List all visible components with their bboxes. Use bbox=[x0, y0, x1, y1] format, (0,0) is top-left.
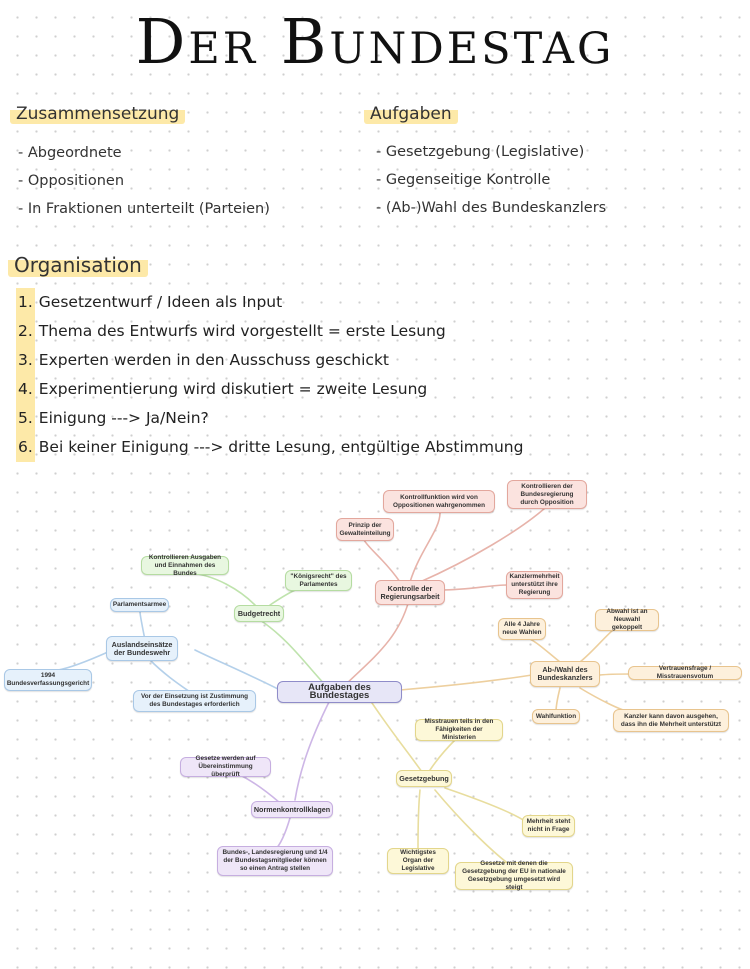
node-wahlfunktion: Wahlfunktion bbox=[532, 709, 580, 724]
node-wichtigstes-organ: Wichtigstes Organ der Legislative bbox=[387, 848, 449, 874]
node-normenkontrollklagen: Normenkontrollklagen bbox=[251, 801, 333, 818]
zusammensetzung-item: - Oppositionen bbox=[18, 173, 125, 189]
aufgaben-item: - Gesetzgebung (Legislative) bbox=[376, 144, 585, 160]
node-kanzler-mehrheit: Kanzler kann davon ausgehen, dass ihn di… bbox=[613, 709, 729, 732]
node-abwahl-neuwahl: Abwahl ist an Neuwahl gekoppelt bbox=[595, 608, 659, 631]
node-misstrauen: Misstrauen teils in den Fähigkeiten der … bbox=[415, 718, 503, 741]
step-number: 1. bbox=[16, 288, 35, 317]
connector-line bbox=[369, 699, 423, 773]
node-mehrheit-frage: Mehrheit steht nicht in Frage bbox=[522, 815, 575, 837]
step-number: 5. bbox=[16, 404, 35, 433]
connector-line bbox=[194, 649, 281, 691]
step-number: 6. bbox=[16, 433, 35, 462]
connector-line bbox=[363, 539, 401, 583]
step-item: 4.Experimentierung wird diskutiert = zwe… bbox=[16, 375, 523, 404]
node-kanzlermehrheit: Kanzlermehrheit unterstützt ihre Regieru… bbox=[506, 571, 563, 599]
connector-line bbox=[417, 789, 421, 849]
zusammensetzung-item: - In Fraktionen unterteilt (Parteien) bbox=[18, 201, 270, 217]
node-zustimmung: Vor der Einsetzung ist Zustimmung des Bu… bbox=[133, 690, 256, 712]
node-alle-4-jahre: Alle 4 Jahre neue Wahlen bbox=[498, 618, 546, 640]
step-text: Einigung ---> Ja/Nein? bbox=[38, 409, 209, 427]
step-text: Experimentierung wird diskutiert = zweit… bbox=[38, 380, 428, 398]
connector-line bbox=[599, 673, 631, 676]
step-item: 6.Bei keiner Einigung ---> dritte Lesung… bbox=[16, 433, 523, 462]
connector-line bbox=[239, 774, 281, 804]
step-number: 2. bbox=[16, 317, 35, 346]
step-text: Experten werden in den Ausschuss geschic… bbox=[38, 351, 389, 369]
aufgaben-heading: Aufgaben bbox=[364, 104, 458, 124]
connector-line bbox=[524, 636, 561, 663]
node-kontrollfunktion: Kontrollfunktion wird von Oppositionen w… bbox=[383, 490, 495, 513]
node-uebereinstimmung: Gesetze werden auf Übereinstimmung überp… bbox=[180, 755, 271, 778]
connector-line bbox=[409, 512, 441, 583]
node-koenigsrecht: "Königsrecht" des Parlamentes bbox=[285, 570, 352, 591]
connector-line bbox=[399, 674, 533, 691]
node-abwahl-bundeskanzler: Ab-/Wahl des Bundeskanzlers bbox=[530, 661, 600, 687]
node-kontrolle: Kontrolle der Regierungsarbeit bbox=[375, 580, 445, 605]
node-antragsteller: Bundes-, Landesregierung und 1/4 der Bun… bbox=[217, 846, 333, 876]
node-auslandseinsaetze: Auslandseinsätze der Bundeswehr bbox=[106, 636, 178, 661]
page-title: Der Bundestag bbox=[135, 5, 615, 78]
node-ausgaben-einnahmen: Kontrollieren Ausgaben und Einnahmen des… bbox=[141, 554, 229, 577]
connector-line bbox=[439, 584, 508, 591]
connector-line bbox=[419, 507, 546, 583]
node-1994: 1994 Bundesverfassungsgericht bbox=[4, 669, 92, 691]
aufgaben-item: - Gegenseitige Kontrolle bbox=[376, 172, 551, 188]
node-budgetrecht: Budgetrecht bbox=[234, 605, 284, 622]
step-item: 1.Gesetzentwurf / Ideen als Input bbox=[16, 288, 523, 317]
aufgaben-item: - (Ab-)Wahl des Bundeskanzlers bbox=[376, 200, 607, 216]
connector-line bbox=[57, 651, 109, 671]
connector-line bbox=[149, 659, 191, 693]
step-item: 2.Thema des Entwurfs wird vorgestellt = … bbox=[16, 317, 523, 346]
step-item: 3.Experten werden in den Ausschuss gesch… bbox=[16, 346, 523, 375]
connector-line bbox=[189, 572, 256, 606]
organisation-steps: 1.Gesetzentwurf / Ideen als Input 2.Them… bbox=[16, 288, 523, 462]
organisation-heading: Organisation bbox=[8, 253, 148, 277]
connector-line bbox=[434, 789, 511, 866]
connector-line bbox=[429, 739, 456, 771]
node-parlamentsarmee: Parlamentsarmee bbox=[110, 598, 169, 612]
node-kontrollieren-bundesregierung: Kontrollieren der Bundesregierung durch … bbox=[507, 480, 587, 509]
node-gesetzgebung: Gesetzgebung bbox=[396, 770, 452, 787]
zusammensetzung-item: - Abgeordnete bbox=[18, 145, 122, 161]
node-vertrauensfrage: Vertrauensfrage / Misstrauensvotum bbox=[628, 665, 742, 680]
node-gewalteinteilung: Prinzip der Gewalteinteilung bbox=[336, 518, 394, 541]
step-text: Gesetzentwurf / Ideen als Input bbox=[38, 293, 283, 311]
node-eu-gesetzgebung: Gesetze mit denen die Gesetzgebung der E… bbox=[455, 860, 573, 891]
connector-line bbox=[444, 787, 531, 826]
mindmap-center-node: Aufgaben des Bundestages bbox=[277, 681, 402, 703]
connector-line bbox=[259, 619, 331, 691]
step-number: 4. bbox=[16, 375, 35, 404]
connector-line bbox=[294, 699, 331, 801]
zusammensetzung-heading: Zusammensetzung bbox=[10, 104, 186, 124]
step-item: 5.Einigung ---> Ja/Nein? bbox=[16, 404, 523, 433]
step-text: Bei keiner Einigung ---> dritte Lesung, … bbox=[38, 438, 524, 456]
connector-line bbox=[339, 595, 411, 691]
step-text: Thema des Entwurfs wird vorgestellt = er… bbox=[38, 322, 446, 340]
step-number: 3. bbox=[16, 346, 35, 375]
